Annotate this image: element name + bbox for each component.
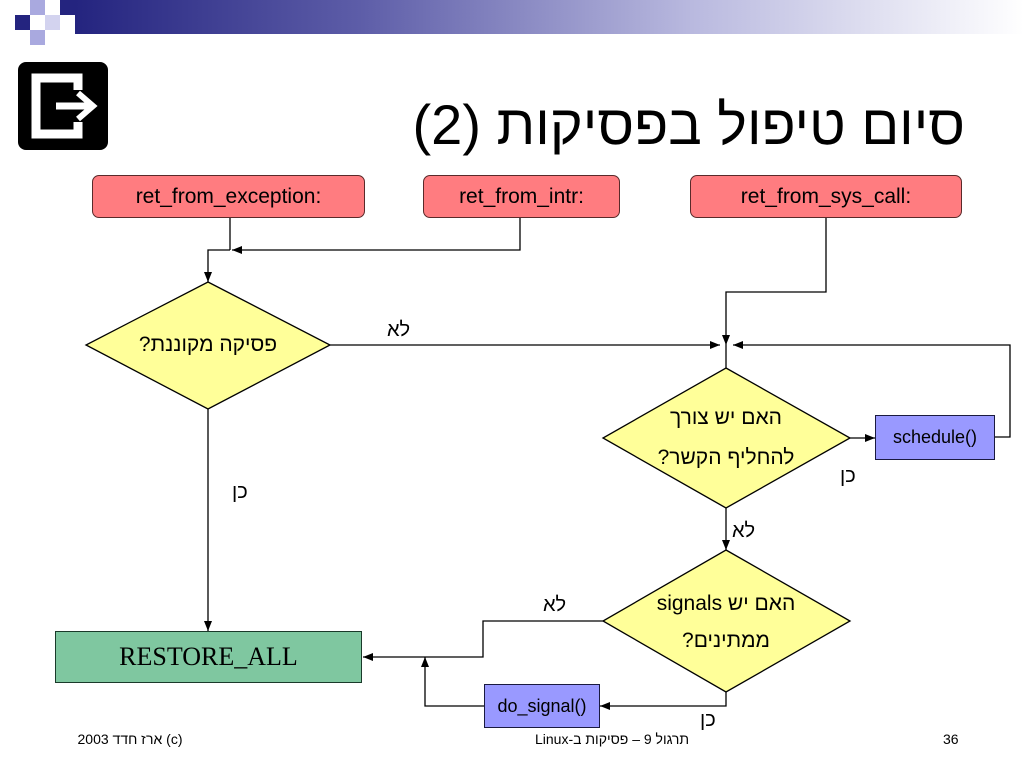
header-square-lavender [30, 0, 45, 15]
label-nested-no: לא [387, 319, 411, 341]
connector-sys-call-down [722, 218, 827, 345]
header-square-light [45, 15, 60, 30]
connector-signals-no [363, 620, 603, 661]
header-decoration [0, 0, 1024, 48]
header-square-navy [15, 15, 30, 30]
action-schedule: schedule() [875, 415, 995, 460]
label-signals-yes: כן [700, 709, 716, 731]
action-restore-all: RESTORE_ALL [55, 631, 362, 683]
footer-page-number: 36 [943, 731, 959, 747]
footer-course-title: תרגול 9 – פסיקות ב-Linux [534, 731, 689, 747]
header-square-lavender [30, 30, 45, 45]
header-square-navy [60, 0, 75, 15]
page-title: סיום טיפול בפסיקות (2) [412, 93, 965, 156]
header-gradient-bar [75, 0, 1024, 34]
decision-need-resched-text: האם יש צורך להחליף הקשר? [626, 398, 826, 478]
decision-line: האם יש signals [656, 592, 796, 615]
entry-ret-from-intr: ret_from_intr: [423, 175, 620, 218]
decision-line: האם יש צורך [670, 406, 782, 429]
decision-line: ממתינים? [682, 629, 770, 652]
connector-intr-to-merge [232, 218, 521, 254]
connector-merge-to-nested-check [204, 249, 230, 282]
label-signals-no: לא [543, 594, 567, 616]
footer-copyright: (c) ארז חדד 2003 [77, 731, 183, 747]
action-do-signal: do_signal() [484, 684, 600, 728]
exit-icon[interactable] [18, 62, 108, 150]
label-resched-no: לא [732, 520, 756, 542]
decision-pending-signals-text: האם יש signals ממתינים? [626, 585, 826, 659]
decision-line: להחליף הקשר? [657, 446, 795, 469]
connector-schedule-loop-back [733, 341, 1011, 438]
connector-signals-yes [600, 692, 727, 710]
decision-line: פסיקה מקוננת? [138, 333, 278, 356]
decision-nested-interrupt-text: פסיקה מקוננת? [108, 331, 308, 359]
connector-do-signal-to-restore [421, 657, 484, 707]
entry-ret-from-sys-call: ret_from_sys_call: [690, 175, 962, 218]
entry-ret-from-exception: ret_from_exception: [92, 175, 365, 218]
label-nested-yes: כן [232, 481, 248, 503]
exit-door-arrow-glyph [31, 73, 98, 139]
label-resched-yes: כן [840, 465, 856, 487]
